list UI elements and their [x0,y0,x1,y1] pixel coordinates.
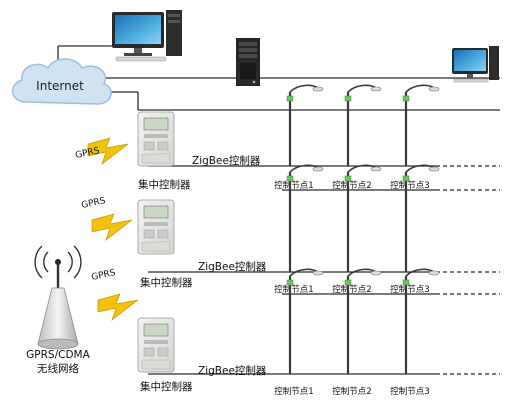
control-node-label: 控制节点3 [390,386,429,397]
concentrator-label: 集中控制器 [140,380,193,393]
server-tower-icon [236,38,260,86]
street-lamp-icon [286,268,324,374]
gprs-label: GPRS [81,196,107,211]
concentrator-label: 集中控制器 [140,276,193,289]
lightning-icon [97,293,139,321]
street-lamp-icon [286,84,324,166]
control-node-label: 控制节点3 [390,284,429,295]
concentrator-device-icon [137,317,175,373]
lightning-icon [91,213,133,241]
tower-label-line1: GPRS/CDMA [26,349,90,361]
concentrator-label: 集中控制器 [138,178,191,191]
concentrator-device-icon [137,111,175,167]
lightning-icon [87,137,129,165]
zigbee-controller-label: ZigBee控制器 [198,260,267,273]
control-node-label: 控制节点2 [332,386,371,397]
desktop-computer-icon [112,10,182,62]
control-node-label: 控制节点1 [274,284,313,295]
street-lamp-icon [402,164,440,272]
street-lamp-icon [344,268,382,374]
control-node-label: 控制节点1 [274,386,313,397]
control-node-label: 控制节点1 [274,180,313,191]
concentrator-device-icon [137,199,175,255]
street-lamp-icon [402,268,440,374]
control-node-label: 控制节点2 [332,284,371,295]
gprs-label: GPRS [75,146,101,161]
gprs-label: GPRS [91,268,117,283]
control-node-label: 控制节点3 [390,180,429,191]
radio-tower-icon [34,245,82,350]
zigbee-controller-label: ZigBee控制器 [192,154,261,167]
zigbee-controller-label: ZigBee控制器 [198,364,267,377]
street-lamp-icon [402,84,440,166]
control-node-label: 控制节点2 [332,180,371,191]
street-lamp-icon [344,84,382,166]
internet-cloud-icon: Internet [12,58,112,105]
street-lamp-icon [286,164,324,272]
desktop-computer-right-icon [452,46,499,83]
street-lamp-icon [344,164,382,272]
tower-label-line2: 无线网络 [37,362,79,375]
internet-label: Internet [36,79,84,93]
